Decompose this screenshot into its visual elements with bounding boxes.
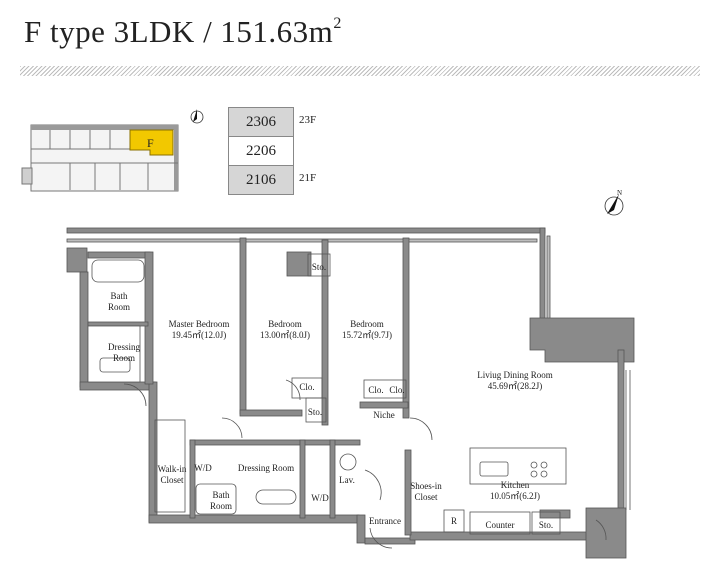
unit-cell[interactable]: 2306 [228,107,294,137]
fixtures [87,253,607,549]
title-divider [20,66,700,76]
room-label: R [451,516,457,526]
keyplan-unit-letter: F [147,136,154,150]
room-area: 13.00㎡(8.0J) [260,330,310,340]
room-label: Kitchen [501,480,530,490]
room-label: Bedroom [268,319,302,329]
room-label: Dressing [108,342,140,352]
window-hatch [625,370,631,510]
room-label: Sto. [308,407,322,417]
room-label: Closet [160,475,184,485]
plan-walls [66,227,635,559]
room-label: Clo. [299,382,314,392]
compass-icon: N [604,189,624,216]
room-label: Sto. [312,262,326,272]
room-area: 15.72㎡(9.7J) [342,330,392,340]
room-area: 45.69㎡(28.2J) [488,381,543,391]
key-plan [21,124,179,192]
room-label: Sto. [539,520,553,530]
room-label: Clo. [389,385,404,395]
unit-cell[interactable]: 2106 [228,165,294,195]
room-label: Walk-in [158,464,187,474]
room-label: Room [210,501,232,511]
room-label: Bedroom [350,319,384,329]
page-title: F type 3LDK / 151.63m2 [24,14,342,50]
room-label: Master Bedroom [169,319,230,329]
room-label: Bath [213,490,230,500]
room-label: Shoes-in [410,481,442,491]
floor-label-top: 23F [299,114,317,126]
room-label: Counter [486,520,515,530]
room-label: Clo. [368,385,383,395]
room-label: Liviug Dining Room [477,370,553,380]
room-label: Lav. [339,475,355,485]
room-label: Entrance [369,516,401,526]
room-area: 19.45㎡(12.0J) [172,330,227,340]
room-label: Niche [373,410,395,420]
room-label: Room [108,302,130,312]
floor-label-bottom: 21F [299,172,317,184]
room-label: W/D [194,463,212,473]
svg-text:N: N [617,189,622,197]
room-label: Closet [414,492,438,502]
title-superscript: 2 [333,15,342,32]
room-area: 10.05㎡(6.2J) [490,491,540,501]
unit-table: 2306 2206 2106 [228,107,294,195]
compass-icon [190,109,204,124]
room-label: Room [113,353,135,363]
room-label: W/D [311,493,329,503]
room-label: Dressing Room [238,463,294,473]
room-labels: Bath Room Dressing Room Master Bedroom 1… [108,262,553,530]
title-text: F type 3LDK / 151.63m [24,14,334,49]
room-label: Bath [111,291,128,301]
